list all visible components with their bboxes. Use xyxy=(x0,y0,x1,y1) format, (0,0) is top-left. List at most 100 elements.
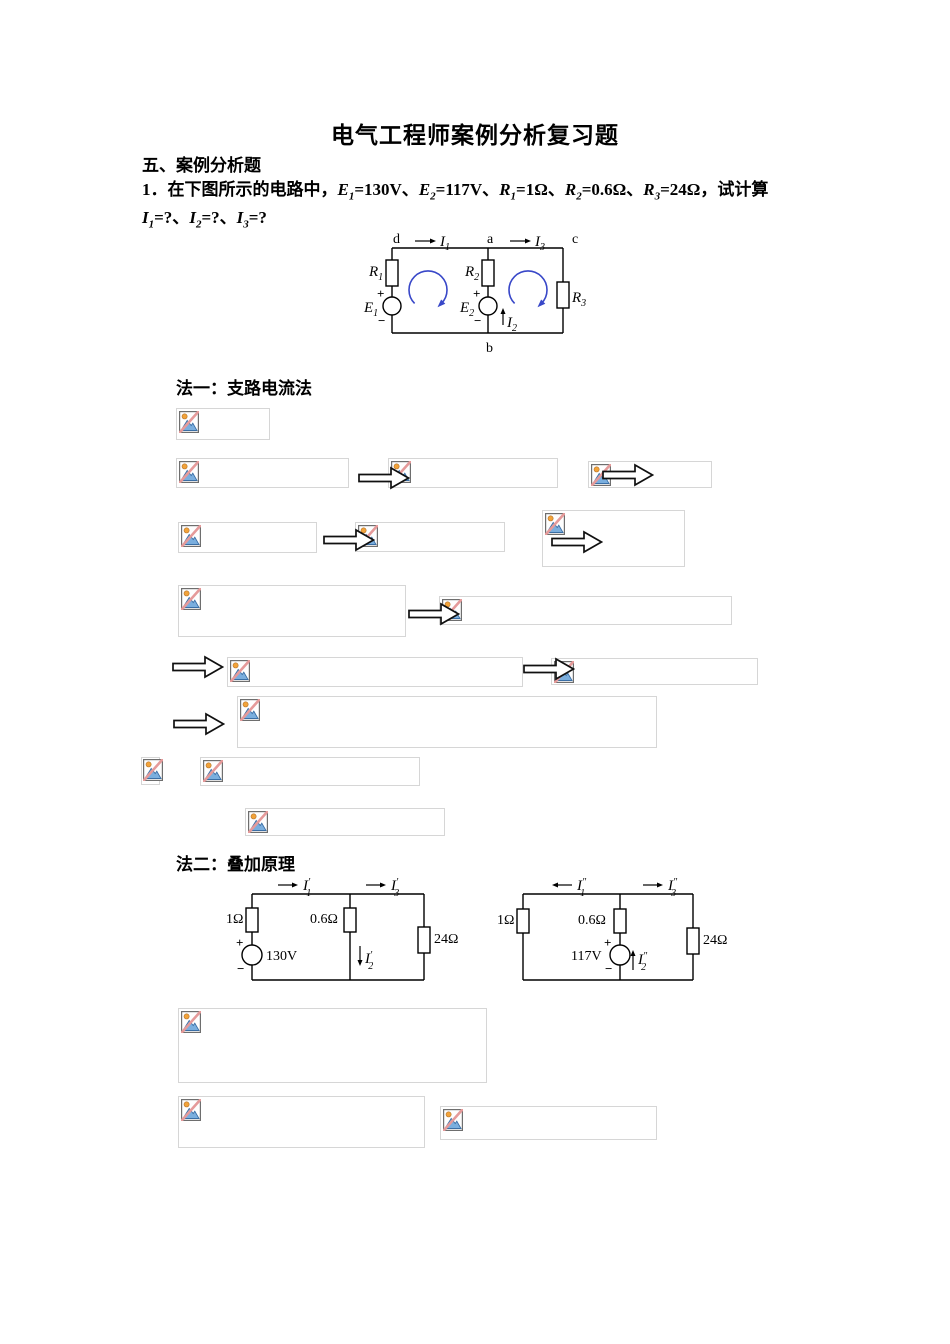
broken-image-placeholder xyxy=(237,696,657,748)
label-24ohm: 24Ω xyxy=(703,933,727,948)
current-arrow-i2-prime xyxy=(357,946,363,966)
node-label-a: a xyxy=(487,232,494,247)
resistor-0.6ohm xyxy=(613,908,627,934)
broken-image-icon xyxy=(590,463,612,487)
arrow-right-icon xyxy=(173,712,226,736)
resistor-r1 xyxy=(385,259,399,287)
label-i3-dblprime: I″3 xyxy=(667,877,678,899)
broken-image-icon xyxy=(142,758,164,782)
current-arrow-i1-dblprime xyxy=(552,882,572,888)
broken-image-icon xyxy=(202,759,224,783)
current-arrow-i1-prime xyxy=(278,882,298,888)
broken-image-icon xyxy=(229,659,251,683)
loop-arrow-left xyxy=(408,270,448,308)
node-label-c: c xyxy=(572,232,578,247)
broken-image-icon xyxy=(180,1098,202,1122)
node-label-d: d xyxy=(393,232,400,247)
problem-text-line2: I1=?、I2=?、I3=? xyxy=(142,208,267,231)
broken-image-icon xyxy=(180,524,202,548)
label-24ohm: 24Ω xyxy=(434,932,458,947)
label-0.6ohm: 0.6Ω xyxy=(578,913,606,928)
plus-sign-e1: + xyxy=(377,286,384,301)
label-r1: R1 xyxy=(368,264,383,283)
plus-sign-e2: + xyxy=(473,286,480,301)
resistor-0.6ohm xyxy=(343,907,357,933)
broken-image-placeholder xyxy=(439,596,732,625)
label-i2-prime: I′2 xyxy=(364,950,373,972)
label-i2: I2 xyxy=(506,315,517,334)
resistor-24ohm xyxy=(686,927,700,955)
resistor-24ohm xyxy=(417,926,431,954)
current-arrow-i3-prime xyxy=(366,882,386,888)
broken-image-icon xyxy=(544,512,566,536)
broken-image-placeholder xyxy=(227,657,523,687)
broken-image-icon xyxy=(442,1108,464,1132)
minus-sign-e2: − xyxy=(474,313,481,328)
label-i2-dblprime: I″2 xyxy=(637,951,648,973)
label-i3: I3 xyxy=(534,234,545,253)
current-arrow-i3 xyxy=(510,238,531,244)
circuit-diagram-superposition-e2: I″1 I″3 I″2 1Ω 0.6Ω 24Ω 117V + − xyxy=(497,877,727,981)
broken-image-icon xyxy=(180,587,202,611)
plus-sign: + xyxy=(604,935,611,950)
broken-image-placeholder xyxy=(440,1106,657,1140)
method1-heading: 法一：支路电流法 xyxy=(176,379,312,398)
label-i3-prime: I′3 xyxy=(390,877,399,899)
broken-image-placeholder xyxy=(178,522,317,553)
circuit-diagram-superposition-e1: I′1 I′3 I′2 1Ω 0.6Ω 24Ω 130V + − xyxy=(226,877,458,981)
method2-heading: 法二：叠加原理 xyxy=(176,855,295,874)
broken-image-placeholder xyxy=(178,1096,425,1148)
minus-sign: − xyxy=(605,961,612,976)
source-e2 xyxy=(478,296,498,316)
label-130v: 130V xyxy=(266,949,297,964)
minus-sign: − xyxy=(237,961,244,976)
current-arrow-i2 xyxy=(500,308,506,325)
source-e1 xyxy=(382,296,402,316)
arrow-right-icon xyxy=(602,463,655,487)
source-117v xyxy=(609,944,631,966)
arrow-right-icon xyxy=(358,466,411,490)
broken-image-icon xyxy=(178,460,200,484)
current-arrow-i2-dblprime xyxy=(630,950,636,970)
current-arrow-i1 xyxy=(415,238,436,244)
arrow-right-icon xyxy=(408,602,461,626)
broken-image-placeholder xyxy=(355,522,505,552)
label-1ohm: 1Ω xyxy=(226,912,243,927)
broken-image-placeholder xyxy=(178,1008,487,1083)
label-i1-prime: I′1 xyxy=(302,877,311,899)
resistor-1ohm xyxy=(516,908,530,934)
label-r3: R3 xyxy=(571,290,586,309)
loop-arrow-right xyxy=(508,270,548,308)
broken-image-placeholder xyxy=(388,458,558,488)
broken-image-icon xyxy=(239,698,261,722)
broken-image-placeholder xyxy=(178,585,406,637)
broken-image-placeholder xyxy=(200,757,420,786)
broken-image-placeholder xyxy=(141,757,164,785)
broken-image-icon xyxy=(247,810,269,834)
minus-sign-e1: − xyxy=(378,313,385,328)
label-117v: 117V xyxy=(571,949,602,964)
problem-text-line1: 1．在下图所示的电路中，E1=130V、E2=117V、R1=1Ω、R2=0.6… xyxy=(142,180,769,203)
circuit-diagram-main: d a c b I1 I3 I2 R1 R2 R3 E1 E2 + − + − xyxy=(363,232,586,356)
label-e1: E1 xyxy=(363,300,378,319)
section-heading: 五、案例分析题 xyxy=(142,156,261,175)
broken-image-placeholder xyxy=(176,458,349,488)
broken-image-placeholder xyxy=(245,808,445,836)
source-130v xyxy=(241,944,263,966)
arrow-right-icon xyxy=(172,655,225,679)
label-1ohm: 1Ω xyxy=(497,913,514,928)
broken-image-icon xyxy=(180,1010,202,1034)
arrow-right-icon xyxy=(523,657,576,681)
label-i1: I1 xyxy=(439,234,450,253)
label-i1-dblprime: I″1 xyxy=(576,877,587,899)
resistor-r3 xyxy=(556,281,570,309)
resistor-1ohm xyxy=(245,907,259,933)
broken-image-placeholder xyxy=(551,658,758,685)
current-arrow-i3-dblprime xyxy=(643,882,663,888)
arrow-right-icon xyxy=(323,528,376,552)
node-label-b: b xyxy=(486,341,493,356)
broken-image-icon xyxy=(178,410,200,434)
broken-image-placeholder xyxy=(176,408,270,440)
plus-sign: + xyxy=(236,935,243,950)
